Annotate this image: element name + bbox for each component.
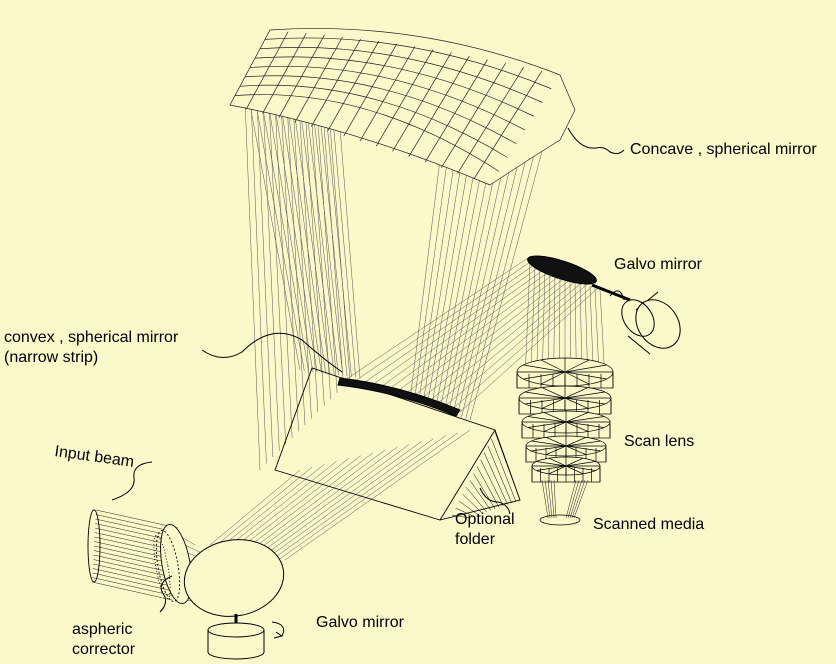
- concave-mirror-surface: [229, 28, 576, 186]
- label-convex-mirror-line2: (narrow strip): [4, 349, 99, 366]
- aspheric-corrector: [153, 524, 192, 604]
- leader-input-beam: [111, 461, 153, 501]
- leader-lines: [111, 127, 625, 613]
- scanned-media: [539, 479, 589, 526]
- convex-mirror-strip: [337, 377, 461, 417]
- ray-bundles: [169, 99, 606, 611]
- bottom-galvo-assembly: [183, 539, 285, 660]
- bottom-galvo-mirror: [183, 539, 285, 617]
- bottom-galvo-motor: [207, 622, 265, 660]
- label-optional-folder-line1: Optional: [455, 511, 515, 528]
- rotation-arrow-bottom: [271, 621, 285, 639]
- label-convex-mirror-line1: convex , spherical mirror: [4, 329, 179, 346]
- label-aspheric-line1: aspheric: [72, 621, 133, 638]
- optional-folder-prism: [274, 367, 521, 521]
- label-scan-lens: Scan lens: [624, 433, 695, 450]
- leader-convex: [201, 332, 343, 373]
- label-concave-mirror: Concave , spherical mirror: [630, 141, 817, 158]
- leader-concave: [567, 127, 625, 155]
- concave-mirror-outline: [229, 28, 576, 186]
- label-optional-folder-line2: folder: [455, 531, 496, 548]
- label-scanned-media: Scanned media: [593, 516, 705, 533]
- label-galvo-mirror-bottom: Galvo mirror: [316, 614, 405, 631]
- rotation-arrow-top: [609, 290, 625, 301]
- leader-aspheric: [159, 575, 173, 613]
- top-galvo-motor: [621, 291, 681, 355]
- top-galvo-assembly: [527, 255, 681, 355]
- leader-optional-folder: [479, 487, 511, 515]
- folder-hatching: [451, 431, 521, 519]
- label-galvo-mirror-top: Galvo mirror: [614, 256, 703, 273]
- label-aspheric-line2: corrector: [72, 641, 136, 658]
- top-galvo-mirror: [527, 255, 597, 285]
- scan-lens-stack: [516, 357, 614, 483]
